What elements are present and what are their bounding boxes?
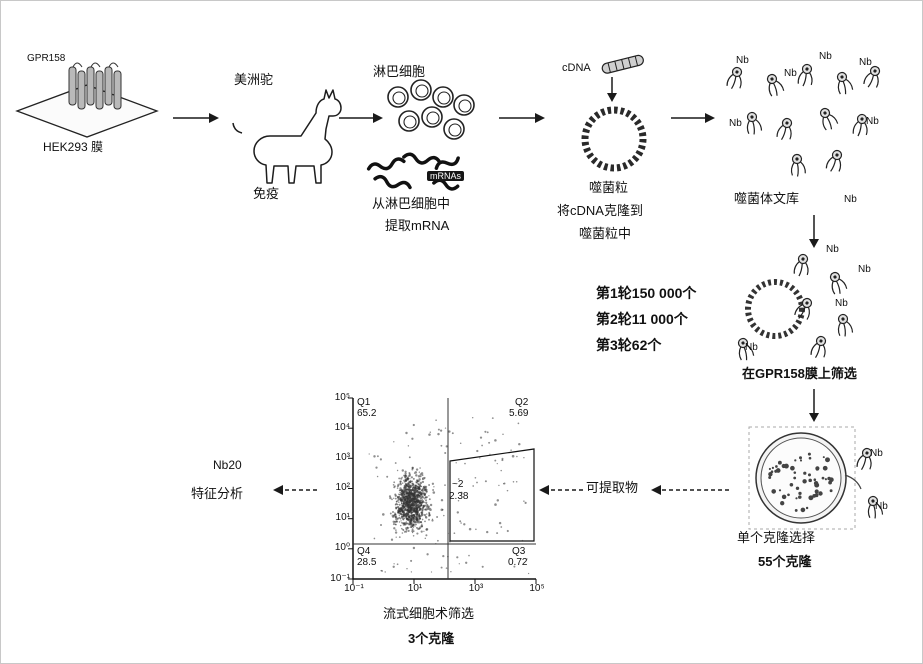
lymph-caption-2: 提取mRNA xyxy=(385,218,450,233)
flow-q1-value: 65.2 xyxy=(357,408,377,419)
flow-q4-value: 28.5 xyxy=(357,557,377,568)
nb-label: Nb xyxy=(858,264,871,275)
arrow-right-4 xyxy=(671,113,715,123)
membrane-illustration xyxy=(15,62,159,138)
nb-label: Nb xyxy=(784,68,797,79)
nb-label: Nb xyxy=(745,342,758,353)
nb-label: Nb xyxy=(729,118,742,129)
llama-icon xyxy=(232,89,342,184)
flow-gate-value: 2.38 xyxy=(449,491,469,502)
phagemid-icon xyxy=(581,106,647,172)
flow-q2-name: Q2 xyxy=(515,397,529,408)
arrow-left-1 xyxy=(651,485,729,495)
nb-label: Nb xyxy=(875,501,888,512)
nb-label: Nb xyxy=(736,55,749,66)
lymph-caption-1: 从淋巴细胞中 xyxy=(372,196,451,211)
library-caption: 噬菌体文库 xyxy=(734,191,800,206)
flow-ytick: 10² xyxy=(335,482,350,493)
flow-q3-value: 0.72 xyxy=(508,557,528,568)
lymphocytes-icon xyxy=(387,79,475,140)
nb-label: Nb xyxy=(844,194,857,205)
llama-title: 美洲驼 xyxy=(234,72,274,87)
result-name: Nb20 xyxy=(213,458,242,472)
flow-ytick: 10¹ xyxy=(335,512,350,523)
flow-ytick: 10⁻¹ xyxy=(330,573,350,584)
flow-xtick: 10³ xyxy=(468,583,484,594)
phagemid-caption-2: 噬菌粒中 xyxy=(579,226,632,241)
arrow-right-2 xyxy=(339,113,383,123)
nb-label: Nb xyxy=(870,448,883,459)
arrow-down-1 xyxy=(809,215,819,248)
picking-caption: 单个克隆选择 xyxy=(737,530,816,545)
panning-round-3: 第3轮62个 xyxy=(596,337,662,353)
flow-ytick: 10⁴ xyxy=(334,422,350,433)
flow-xtick: 10¹ xyxy=(407,583,423,594)
lymphocyte-title: 淋巴细胞 xyxy=(373,64,426,79)
flow-ytick: 10⁵ xyxy=(334,392,350,403)
arrow-left-2 xyxy=(539,485,583,495)
cdna-label: cDNA xyxy=(562,62,591,74)
flow-xtick: 10⁵ xyxy=(529,583,545,594)
nb-label: Nb xyxy=(826,244,839,255)
arrow-down-mini xyxy=(607,77,617,102)
nb-label: Nb xyxy=(835,298,848,309)
phagemid-name: 噬菌粒 xyxy=(589,180,629,195)
immunize-label: 免疫 xyxy=(253,186,280,201)
panning-round-1: 第1轮150 000个 xyxy=(596,285,697,301)
flow-q4-name: Q4 xyxy=(357,546,371,557)
panning-round-2: 第2轮11 000个 xyxy=(596,311,688,327)
flow-ytick: 10³ xyxy=(335,452,350,463)
arrow-left-3 xyxy=(273,485,317,495)
flow-ytick: 10⁰ xyxy=(334,542,350,553)
extract-label: 可提取物 xyxy=(586,480,639,495)
flow-caption: 流式细胞术筛选 xyxy=(383,606,475,621)
arrow-right-3 xyxy=(499,113,545,123)
flow-q2-value: 5.69 xyxy=(509,408,529,419)
flow-xtick: 10⁻¹ xyxy=(344,583,364,594)
flow-gate-name: ~2 xyxy=(452,479,464,490)
nb-label: Nb xyxy=(819,51,832,62)
flow-count: 3个克隆 xyxy=(408,631,455,646)
petri-dish-icon xyxy=(748,426,884,530)
mrna-label: mRNAs xyxy=(427,171,464,182)
arrow-right-1 xyxy=(173,113,219,123)
nb-label: Nb xyxy=(866,116,879,127)
cdna-icon xyxy=(601,54,644,74)
panning-icon xyxy=(734,252,854,363)
nb-label: Nb xyxy=(859,57,872,68)
hek293-label: HEK293 膜 xyxy=(43,140,104,154)
flow-plot xyxy=(348,397,537,584)
flow-q1-name: Q1 xyxy=(357,397,371,408)
flow-q3-name: Q3 xyxy=(512,546,526,557)
panning-caption: 在GPR158膜上筛选 xyxy=(742,366,857,381)
phagemid-caption-1: 将cDNA克隆到 xyxy=(557,203,643,218)
arrow-down-2 xyxy=(809,389,819,422)
picking-count: 55个克隆 xyxy=(758,554,812,569)
result-caption: 特征分析 xyxy=(191,486,244,501)
gpr158-label: GPR158 xyxy=(27,53,66,64)
